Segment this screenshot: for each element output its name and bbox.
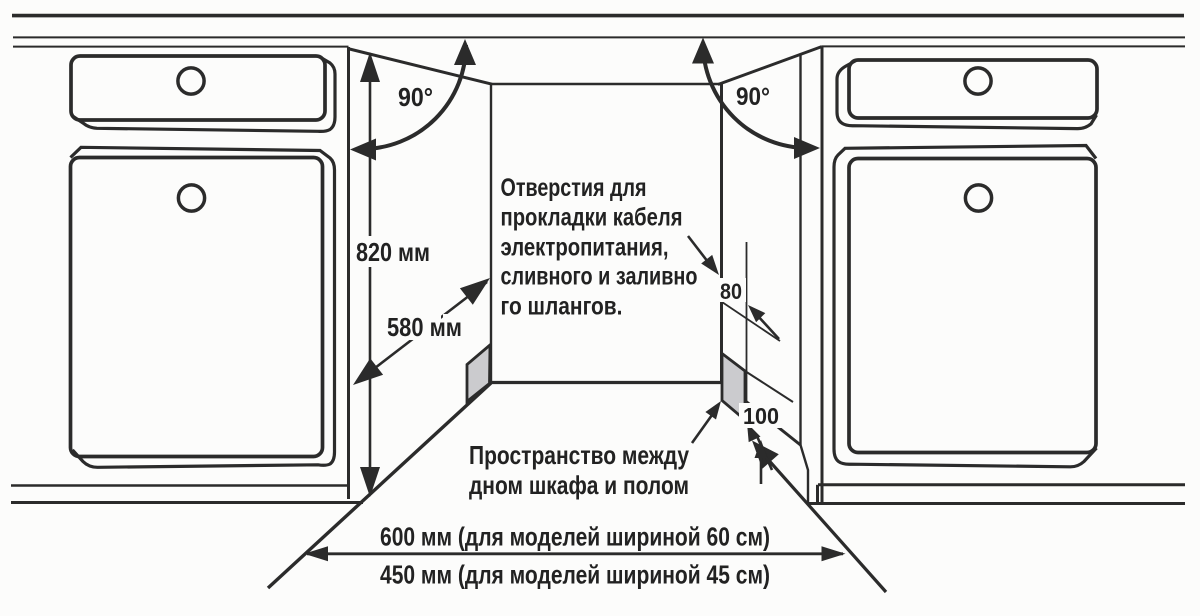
svg-text:820 мм: 820 мм (356, 237, 430, 267)
svg-text:80: 80 (720, 279, 742, 304)
svg-text:сливного и заливно: сливного и заливно (501, 263, 698, 291)
svg-text:Пространство между: Пространство между (469, 440, 689, 470)
svg-text:90°: 90° (398, 82, 433, 112)
svg-text:го шлангов.: го шлангов. (501, 293, 623, 321)
svg-text:электропитания,: электропитания, (501, 234, 669, 262)
svg-text:90°: 90° (736, 83, 770, 111)
svg-text:450 мм (для моделей шириной 45: 450 мм (для моделей шириной 45 см) (380, 560, 770, 590)
svg-text:580 мм: 580 мм (387, 312, 462, 342)
svg-text:прокладки кабеля: прокладки кабеля (501, 204, 683, 232)
svg-text:100: 100 (743, 403, 779, 429)
svg-text:дном шкафа и полом: дном шкафа и полом (469, 470, 689, 500)
svg-text:600 мм (для моделей шириной 60: 600 мм (для моделей шириной 60 см) (380, 522, 770, 552)
svg-text:Отверстия для: Отверстия для (501, 174, 647, 202)
